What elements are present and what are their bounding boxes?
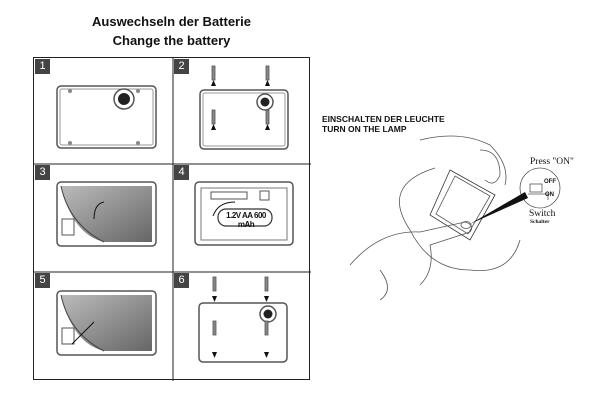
step-number: 5 [35, 273, 50, 288]
title-english: Change the battery [112, 33, 231, 48]
on-label: ON [545, 192, 554, 198]
step-number: 4 [174, 165, 189, 180]
lamp-title-english: TURN ON THE LAMP [322, 124, 407, 134]
step-2-panel: 2 [173, 58, 311, 164]
lamp-closed-illustration [56, 85, 157, 149]
step-number: 1 [35, 59, 50, 74]
battery-compartment-illustration [194, 181, 294, 246]
step-1-panel: 1 [34, 58, 173, 164]
step-3-panel: 3 [34, 164, 173, 272]
step-5-panel: 5 [34, 272, 173, 381]
lamp-title-german: EINSCHALTEN DER LEUCHTE [322, 114, 445, 124]
step-4-panel: 4 1.2V AA 600 mAh [173, 164, 311, 272]
step-6-panel: 6 [173, 272, 311, 381]
peel-cover-illustration [56, 181, 157, 247]
press-on-label: Press "ON" [530, 157, 574, 167]
switch-label: Switch [529, 209, 556, 219]
remove-screws-illustration [199, 65, 289, 150]
replace-cover-illustration [56, 290, 157, 356]
refit-screws-illustration [198, 276, 288, 363]
battery-label: 1.2V AA 600 mAh [226, 211, 266, 229]
battery-steps-grid: 1 2 [33, 57, 311, 381]
step-number: 2 [174, 59, 189, 74]
title-german: Auswechseln der Batterie [92, 14, 251, 29]
schalter-label: Schalter [530, 219, 550, 225]
off-label: OFF [544, 179, 556, 185]
step-number: 6 [174, 273, 189, 288]
grid-lines [34, 58, 311, 381]
step-number: 3 [35, 165, 50, 180]
